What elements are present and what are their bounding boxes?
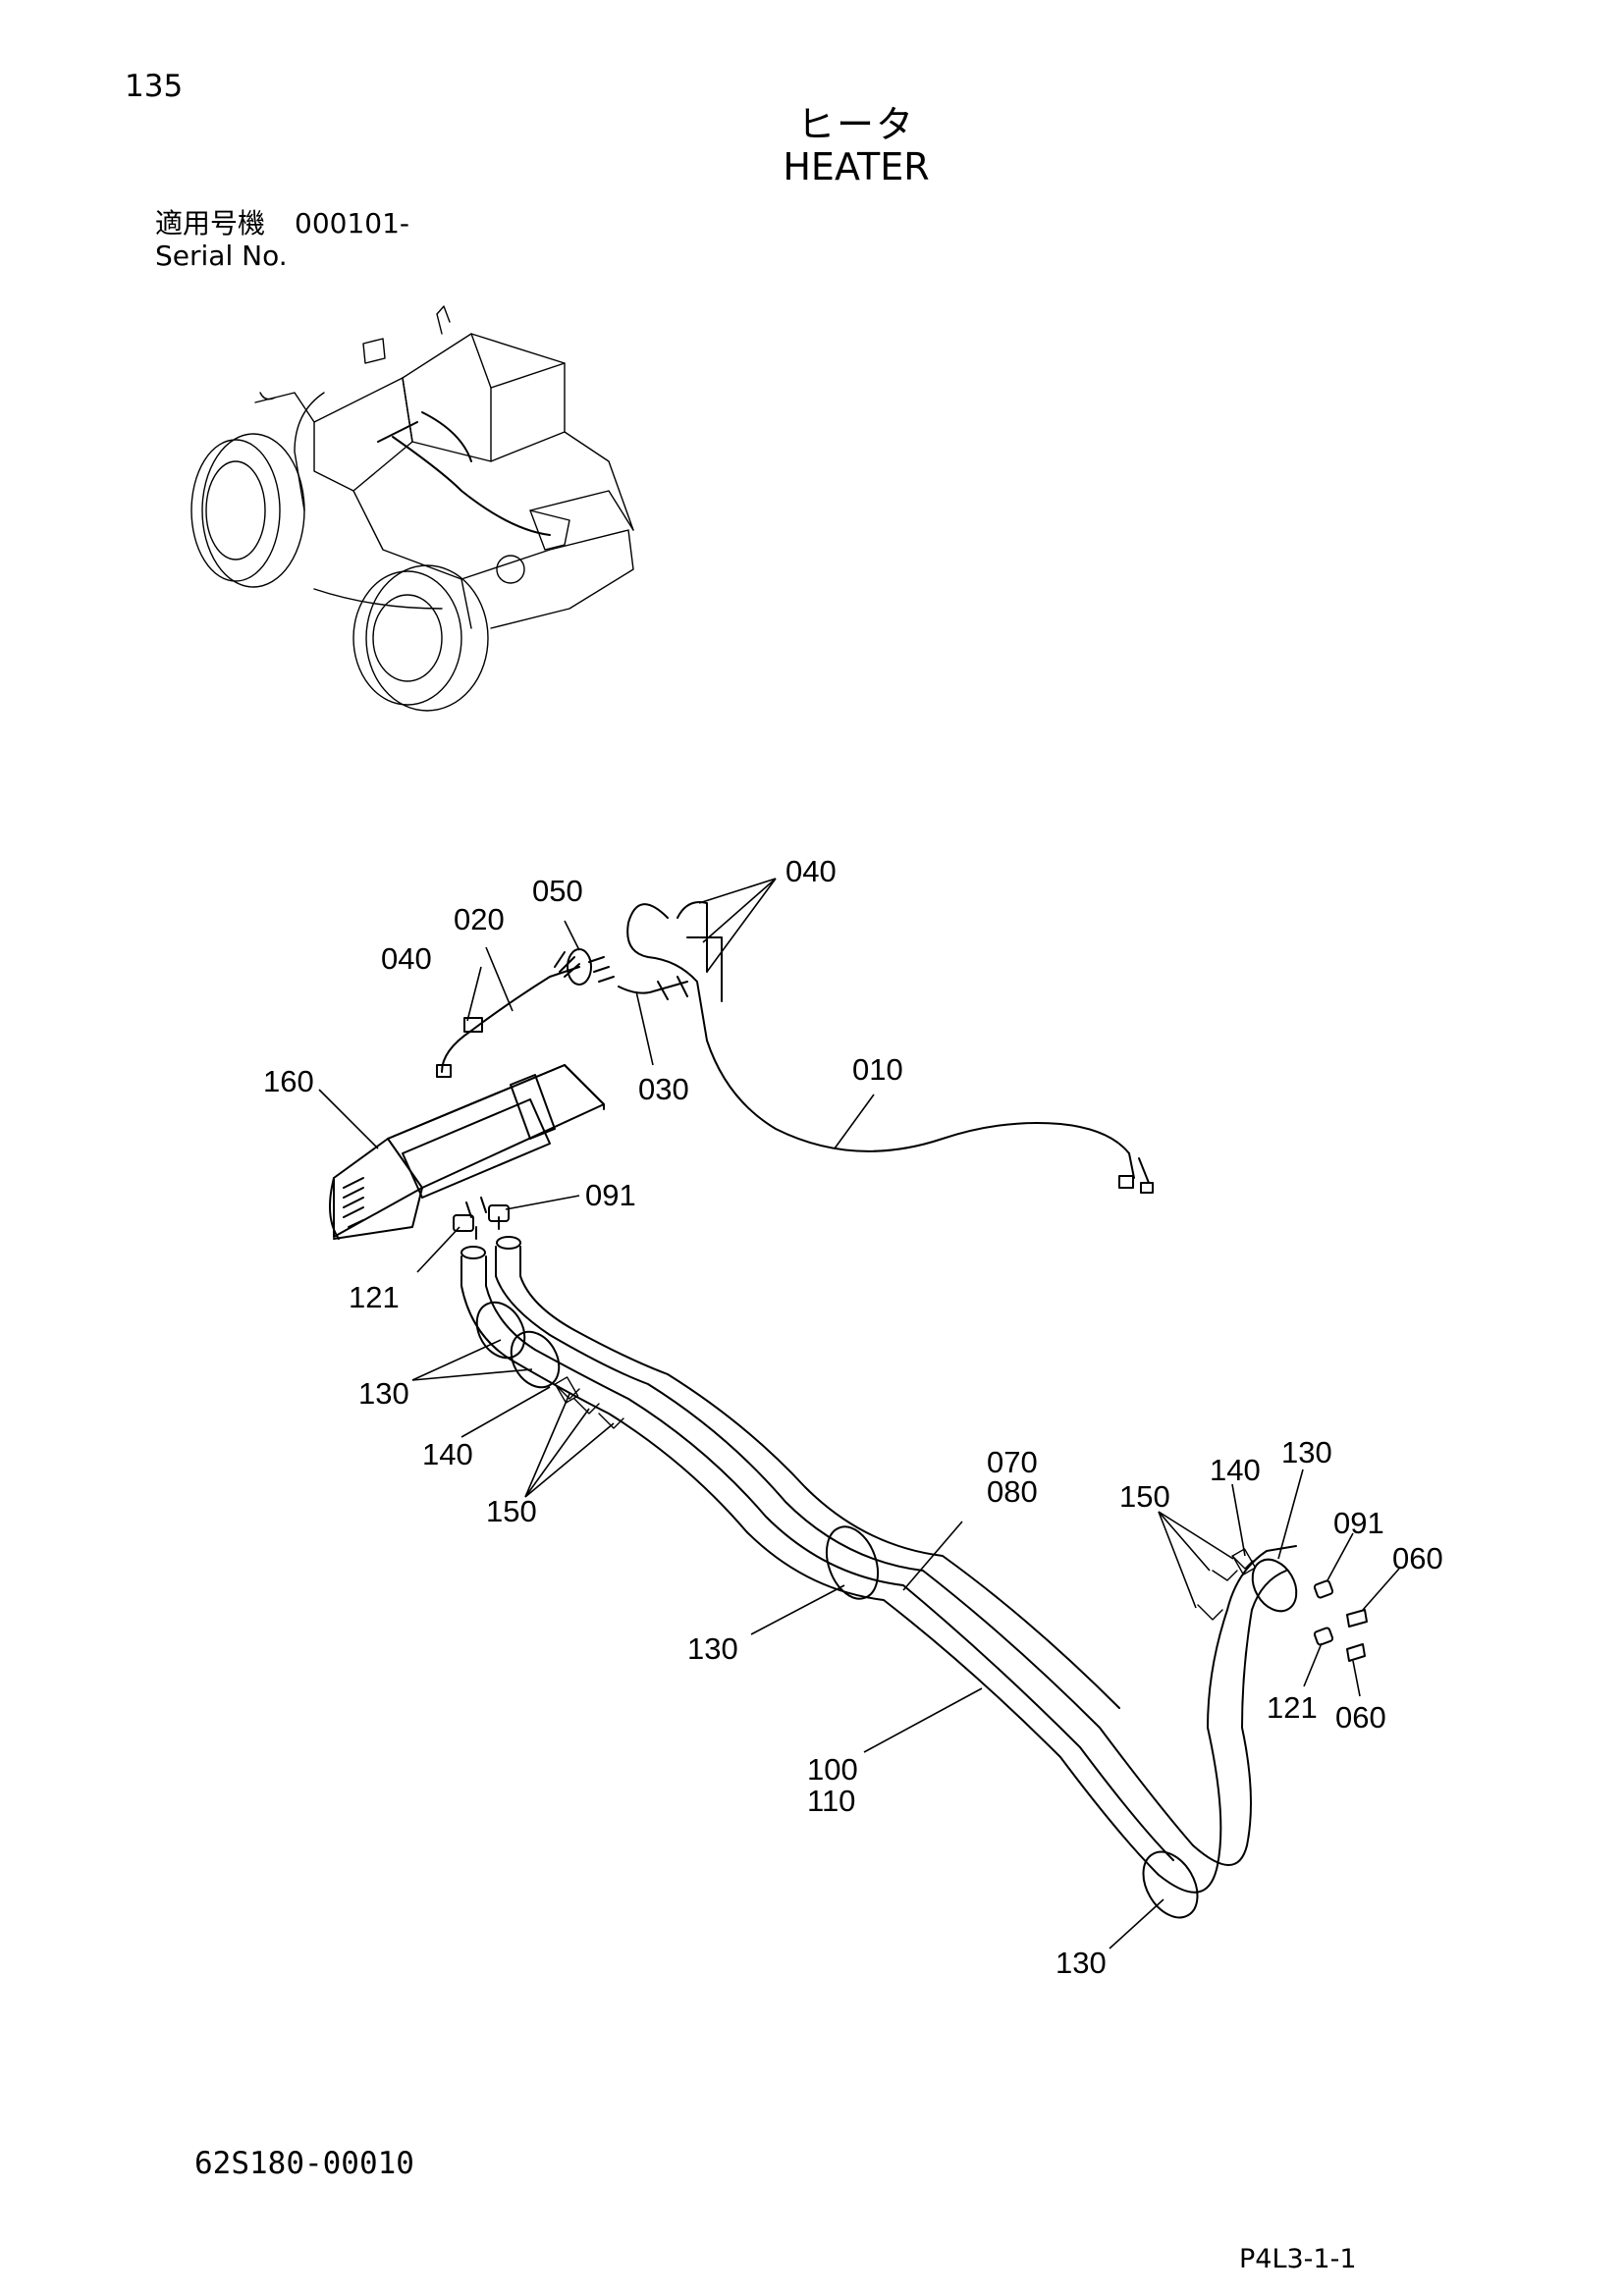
callout-020: 020 [454,902,505,936]
machine-overview-illustration [190,305,634,712]
drawing-number: 62S180-00010 [194,2146,414,2181]
hose-clamps [475,1301,1298,1919]
callout-130-right: 130 [1281,1435,1332,1469]
heater-fittings [453,1204,510,1240]
callout-140-right: 140 [1210,1453,1261,1487]
serial-label-japanese: 適用号機 [155,207,266,240]
serial-line-japanese: 適用号機 000101- [155,202,409,241]
page-title-english: HEATER [783,145,930,188]
engine-side-fittings [1313,1579,1368,1662]
callout-numbers: 040 040 020 050 030 010 160 091 121 130 … [263,854,1443,1980]
wire-harness-030 [588,956,688,1000]
callout-070: 070 [987,1445,1038,1479]
callout-040-top: 040 [785,854,837,888]
wire-harness-020 [436,951,580,1078]
callout-160: 160 [263,1064,314,1098]
callout-150-left: 150 [486,1494,537,1528]
page-title-japanese: ヒータ [796,103,915,146]
callout-040-left: 040 [381,941,432,976]
callout-091-right: 091 [1333,1506,1384,1540]
serial-label-english: Serial No. [155,240,288,272]
callout-060-lower: 060 [1335,1700,1386,1735]
heater-unit [329,1064,605,1240]
hose-bands [554,1376,1257,1621]
serial-number: 000101- [295,207,410,240]
page-number: 135 [125,69,184,104]
callout-060-upper: 060 [1392,1541,1443,1575]
callout-100: 100 [807,1752,858,1787]
wire-harness-010 [626,901,1154,1194]
callout-091-left: 091 [585,1178,636,1212]
callout-150-right: 150 [1119,1479,1170,1514]
callout-121-left: 121 [349,1280,400,1314]
callout-140-left: 140 [422,1437,473,1471]
callout-110: 110 [807,1784,855,1818]
callout-130-middle: 130 [687,1631,738,1666]
callout-010: 010 [852,1052,903,1087]
callout-030: 030 [638,1072,689,1106]
heater-hoses [460,1236,1297,1894]
callout-130-left: 130 [358,1376,409,1411]
callout-130-bottom: 130 [1056,1946,1107,1980]
page-code: P4L3-1-1 [1239,2244,1357,2274]
callout-080: 080 [987,1474,1038,1509]
callout-050: 050 [532,874,583,908]
leader-lines [318,878,1400,1949]
callout-121-right: 121 [1267,1690,1318,1725]
